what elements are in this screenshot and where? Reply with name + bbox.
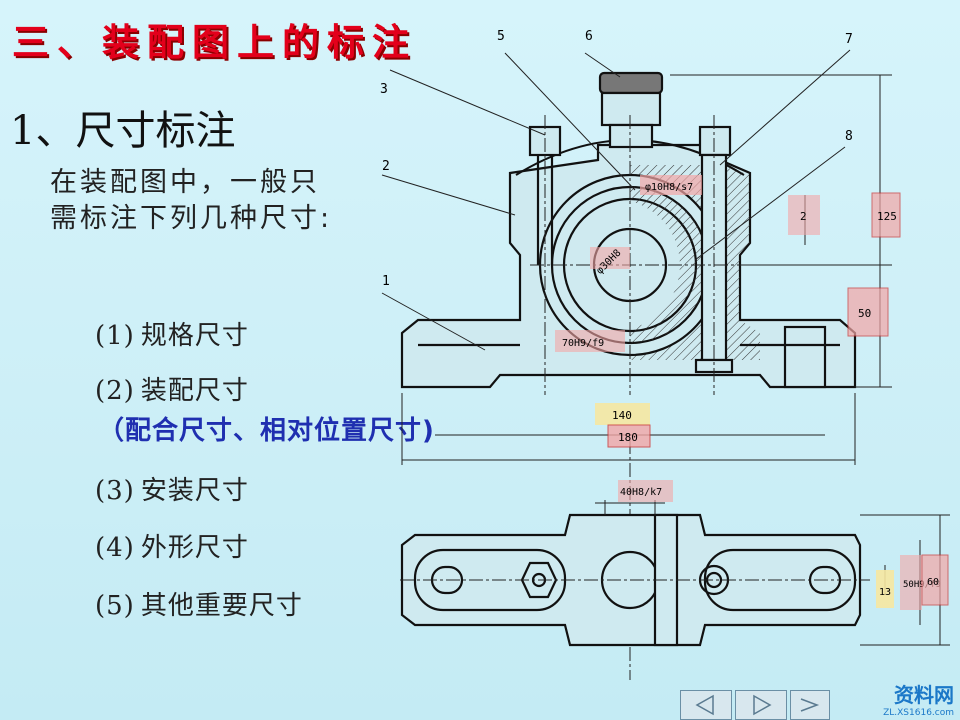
list-item: (3)安装尺寸 [95,470,249,507]
part-number-5: 5 [497,29,505,44]
triangle-right-icon [753,694,772,716]
dim-length-total: 180 [618,431,638,444]
highlight [788,195,820,235]
item-number: (5) [95,591,135,621]
part-number-8: 8 [845,129,853,144]
highlight [607,424,651,448]
highlight [871,192,901,238]
highlight [595,403,650,425]
dim-fit-top: φ10H8/s7 [645,182,693,193]
section-subtitle: 1、尺寸标注 [10,108,236,154]
item-number: (2) [95,376,135,406]
item-number: (1) [95,321,135,351]
part-number-2: 2 [382,159,390,174]
return-icon [800,698,820,712]
item-number: (3) [95,476,135,506]
item-label: 装配尺寸 [140,376,249,406]
part-number-3: 3 [380,82,388,97]
highlight [876,570,894,608]
highlight [921,554,949,606]
item-label: 其他重要尺寸 [140,591,303,621]
part-number-6: 6 [585,29,593,44]
dim-plan-small: 13 [879,587,891,598]
highlight [590,247,630,269]
prev-slide-button[interactable] [680,690,732,720]
highlight [847,287,889,337]
item-label: 规格尺寸 [140,321,249,351]
highlight [640,175,702,195]
list-item: (1)规格尺寸 [95,315,249,352]
slide-title: 三、装配图上的标注 [12,21,417,64]
list-item: (4)外形尺寸 [95,527,249,564]
list-item: (2)装配尺寸 [95,370,249,407]
dim-width-total: 60 [927,577,939,588]
return-slide-button[interactable] [790,690,830,720]
list-item: (5)其他重要尺寸 [95,585,303,622]
item-number: (4) [95,533,135,563]
front-view [400,71,857,389]
triangle-left-icon [695,694,714,716]
intro-text: 在装配图中，一般只需标注下列几种尺寸: [50,167,333,234]
watermark-brand: 资料网 [894,683,954,707]
highlight [618,480,673,502]
highlight [555,330,625,352]
watermark-logo: 资料网 ZL.XS1616.com [883,679,954,718]
next-slide-button[interactable] [735,690,787,720]
assembly-note: （配合尺寸、相对位置尺寸) [98,416,435,446]
part-number-1: 1 [382,274,390,289]
item-label: 外形尺寸 [140,533,249,563]
dim-height-total: 125 [877,210,897,223]
dim-gap: 2 [800,210,807,223]
highlight [900,555,922,610]
assembly-drawing: 3 5 6 7 8 2 1 φ10H8/s7 φ30H8 70H9/f9 2 1… [380,29,950,680]
dim-mount-span: 140 [612,409,632,422]
dim-center-height: 50 [858,307,871,320]
dim-fit-housing: 70H9/f9 [562,338,604,349]
item-label: 安装尺寸 [140,476,249,506]
part-number-7: 7 [845,32,853,47]
watermark-url: ZL.XS1616.com [883,708,954,718]
dim-plan-fit: 40H8/k7 [620,487,662,498]
